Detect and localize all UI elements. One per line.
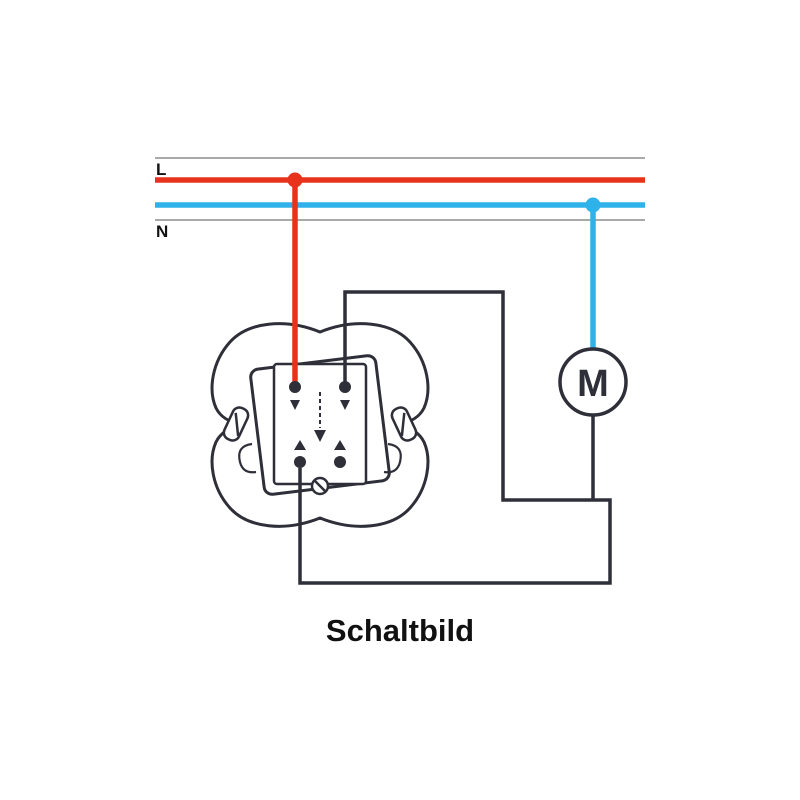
- left-claw-icon: [238, 442, 257, 474]
- right-arrow-down-icon: [340, 400, 350, 410]
- right-claw-icon: [383, 442, 402, 474]
- live-label: L: [156, 160, 166, 179]
- live-junction-dot: [287, 172, 303, 188]
- left-screw-icon: [222, 406, 250, 442]
- switch-to-motor-wire-loop: [298, 290, 612, 585]
- diagram-title: Schaltbild: [326, 613, 474, 648]
- terminal-dot-top-right: [339, 381, 351, 393]
- terminal-dot-bottom-left: [294, 456, 306, 468]
- neutral-label: N: [156, 222, 168, 241]
- center-arrow-down-icon: [314, 430, 326, 442]
- right-screw-icon: [390, 406, 418, 442]
- right-arrow-up-icon: [334, 440, 346, 450]
- left-arrow-down-icon: [290, 400, 300, 410]
- bottom-screw-slot: [314, 480, 326, 492]
- terminal-dot-top-left: [289, 381, 301, 393]
- switch-device: [210, 322, 430, 528]
- left-arrow-up-icon: [294, 440, 306, 450]
- neutral-junction-dot: [585, 197, 601, 213]
- terminal-dot-bottom-right: [334, 456, 346, 468]
- motor-symbol: M: [558, 347, 628, 417]
- motor-circle: [558, 347, 628, 417]
- switch-terminals: [289, 381, 351, 496]
- motor-label: M: [577, 363, 609, 405]
